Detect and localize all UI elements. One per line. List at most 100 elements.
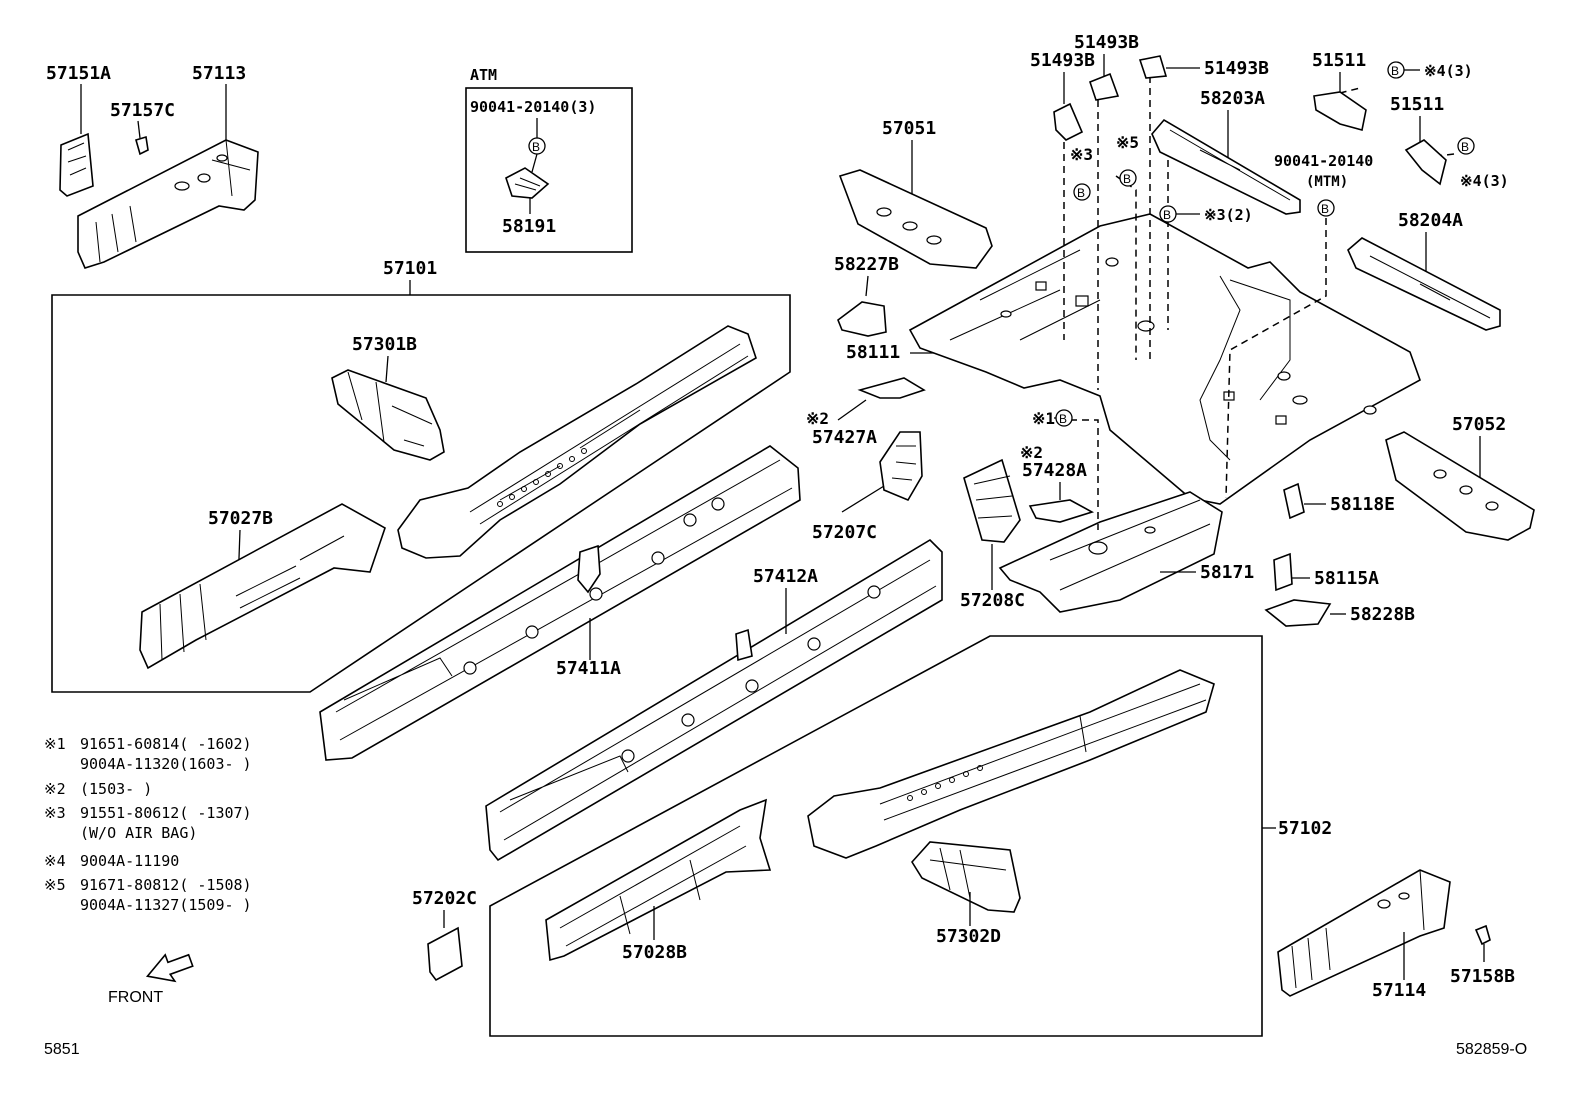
bolt-b-ref4b: B [1461,140,1469,154]
label-57202C: 57202C [412,888,477,909]
label-58115A: 58115A [1314,568,1379,589]
label-58171: 58171 [1200,562,1254,583]
atm-inset: ATM 90041-20140(3) B 58191 [465,66,633,253]
label-57428A: 57428A [1022,460,1087,481]
part-58228B [1264,599,1332,627]
bolt-b-ref3: B [1077,186,1085,200]
bolt-b-text: B [532,140,540,154]
group-57101: 57101 57301B 57027B [51,258,791,693]
ref-5: ※5 [1116,133,1139,152]
part-51511-b [1404,139,1447,186]
group-57102: 57102 57302D 57028B [489,635,1332,1037]
part-57027B [139,503,386,670]
ref-2-b: ※2 [1020,443,1043,462]
part-57151A [59,132,94,197]
part-57202C [427,926,463,982]
ref-3-2: ※3(2) [1204,206,1253,224]
note-4-line-1: 9004A-11190 [80,852,179,870]
ref-2-a: ※2 [806,409,829,428]
label-57151A: 57151A [46,63,111,84]
ref-1: ※1 [1032,409,1055,428]
group-center-upper: 57051 58227B 58111 ※2 57427A 57207C 5720… [806,118,1095,611]
note-5-line-2: 9004A-11327(1509- ) [80,896,252,914]
part-57412A-bracket [735,628,753,662]
part-57158B [1474,924,1491,946]
note-5-mark: ※5 [44,876,66,894]
label-mtm: (MTM) [1306,174,1348,190]
group-front-left-rail: 57151A 57157C 57113 [46,63,259,269]
label-57113: 57113 [192,63,246,84]
note-3-mark: ※3 [44,804,66,822]
illustration-id: 582859-O [1456,1041,1527,1058]
part-57052 [1385,431,1535,541]
part-57207C [879,431,923,502]
ref-4-3-a: ※4(3) [1424,62,1473,80]
label-57027B: 57027B [208,508,273,529]
label-57302D: 57302D [936,926,1001,947]
bolt-b-ref4a: B [1391,64,1399,78]
label-57207C: 57207C [812,522,877,543]
group-rear-right-rail: 57114 57158B [1277,869,1515,1001]
part-57427A-plate [857,377,926,399]
label-57028B: 57028B [622,942,687,963]
label-58118E: 58118E [1330,494,1395,515]
ref-3: ※3 [1070,145,1093,164]
page-code: 5851 [44,1041,80,1058]
label-57412A: 57412A [753,566,818,587]
bolt-b-mtm: B [1321,202,1329,216]
label-57157C: 57157C [110,100,175,121]
bolt-b-ref5: B [1123,172,1131,186]
note-3-line-1: 91551-80612( -1307) [80,804,252,822]
label-58111: 58111 [846,342,900,363]
note-5-line-1: 91671-80812( -1508) [80,876,252,894]
label-57208C: 57208C [960,590,1025,611]
part-57157C [135,135,149,156]
box-57101 [51,294,791,693]
front-arrow-icon [145,953,194,983]
part-58115A [1273,552,1293,592]
note-4-mark: ※4 [44,852,66,870]
note-3-line-2: (W/O AIR BAG) [80,824,197,842]
note-2-line-1: (1503- ) [80,780,152,798]
note-1-line-1: 91651-60814( -1602) [80,735,252,753]
label-51511-mid: 51511 [1390,94,1444,115]
part-57101-rail [397,325,757,559]
part-57208C [963,458,1021,543]
label-57114: 57114 [1372,980,1426,1001]
label-90041-mtm: 90041-20140 [1274,152,1373,170]
part-51493B-a [1089,72,1120,101]
ref-4-3-b: ※4(3) [1460,172,1509,190]
part-57051 [838,169,993,269]
label-51511-top: 51511 [1312,50,1366,71]
group-floor-pan: 58171 [908,76,1455,613]
label-58228B: 58228B [1350,604,1415,625]
group-side-sills: 57411A 57412A [319,445,943,862]
note-1-line-2: 9004A-11320(1603- ) [80,755,252,773]
clip-58191-shape [505,167,550,199]
part-58118E [1283,482,1305,520]
label-51493B-right: 51493B [1204,58,1269,79]
atm-part-number: 90041-20140(3) [470,98,596,116]
label-51493B-left: 51493B [1030,50,1095,71]
group-upper-right: 51493B 51493B 51493B ※3 B ※5 B B ※3(2) 5… [1030,32,1535,627]
label-51493B-top: 51493B [1074,32,1139,53]
label-57158B: 57158B [1450,966,1515,987]
bolt-b-ref1: B [1059,412,1067,426]
box-57102 [489,635,1263,1037]
label-58203A: 58203A [1200,88,1265,109]
part-57428A [1028,499,1095,523]
group-notes: 57202C ※1 91651-60814( -1602) 9004A-1132… [44,735,477,1006]
label-57411A: 57411A [556,658,621,679]
label-58204A: 58204A [1398,210,1463,231]
part-58111-floor [908,213,1421,505]
label-57102: 57102 [1278,818,1332,839]
part-58171 [998,491,1223,613]
part-51511-a [1313,91,1367,131]
note-2-mark: ※2 [44,780,66,798]
label-57101: 57101 [383,258,437,279]
part-57301B [331,369,445,461]
label-57052: 57052 [1452,414,1506,435]
label-58191: 58191 [502,216,556,237]
part-51493B-c [1138,55,1168,79]
